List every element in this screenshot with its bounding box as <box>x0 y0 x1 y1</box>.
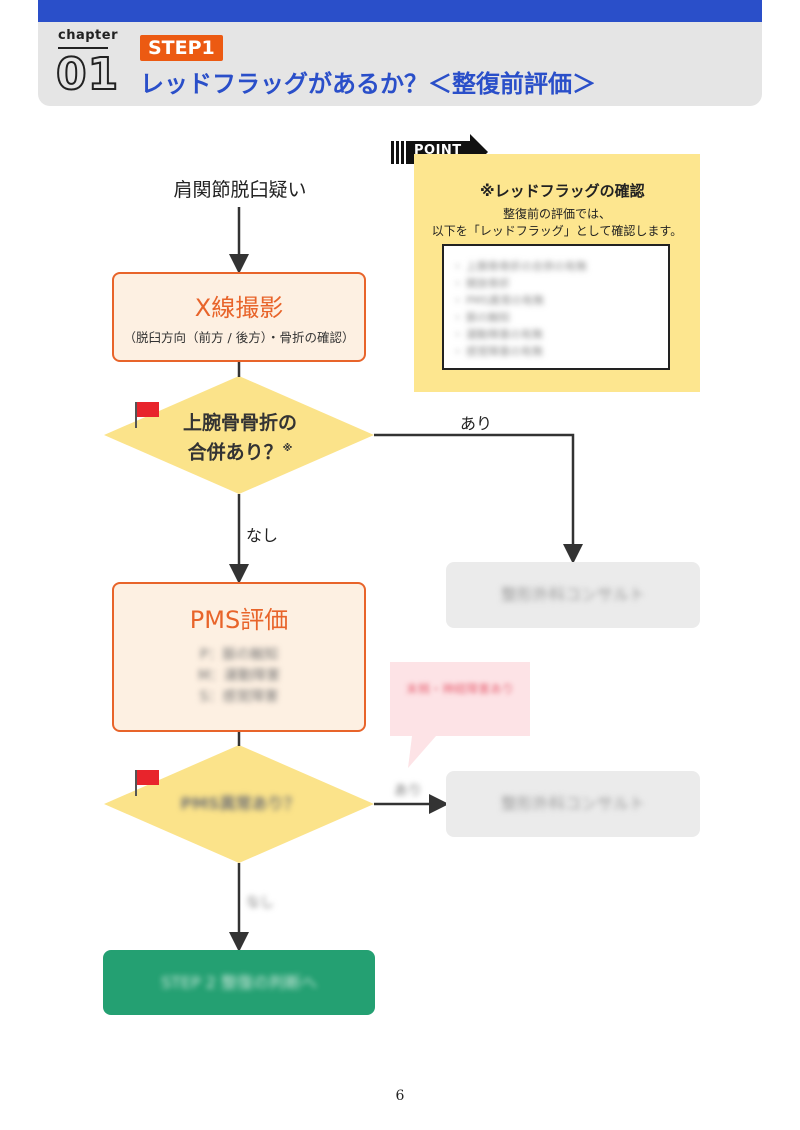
consult-box-2-label: 整形外科コンサルト <box>500 794 645 813</box>
pms-item: P：脈の触知 <box>199 647 279 663</box>
page-title: レッドフラッグがあるか？＜整復前評価＞ <box>140 70 596 98</box>
checklist-item: 感覚障害の有無 <box>452 343 668 360</box>
page-number: 6 <box>395 1088 405 1104</box>
consult-box-2: 整形外科コンサルト <box>446 771 700 837</box>
chapter-divider <box>58 47 108 49</box>
red-flag-icon <box>135 402 159 428</box>
callout-tail <box>408 736 436 768</box>
point-title: ※レッドフラッグの確認 <box>480 182 645 200</box>
checklist-item: 上腕骨骨折の合併の有無 <box>452 258 668 275</box>
note-mark: ※ <box>282 443 293 454</box>
point-description: 整復前の評価では、 以下を「レッドフラッグ」として確認します。 <box>414 206 700 240</box>
pms-item: S：感覚障害 <box>199 689 279 705</box>
consult-box-1: 整形外科コンサルト <box>446 562 700 628</box>
label-no-2: なし <box>246 895 274 911</box>
next-step-box: STEP 2 整復の判断へ <box>103 950 375 1015</box>
decision-pms-label: PMS異常あり？ <box>180 794 300 813</box>
next-step-label: STEP 2 整復の判断へ <box>160 973 318 992</box>
xray-title: X線撮影 <box>194 294 284 322</box>
pms-item: M：運動障害 <box>197 668 281 684</box>
label-no: なし <box>246 526 279 545</box>
callout-note: 末梢・神経障害あり <box>390 662 530 736</box>
label-yes-2: あり <box>394 783 422 799</box>
checklist-item: 運動障害の有無 <box>452 326 668 343</box>
flow-start: 肩関節脱臼疑い <box>173 179 307 201</box>
chapter-number: 01 <box>55 49 120 101</box>
header-top-bar <box>38 0 762 22</box>
pms-title: PMS評価 <box>189 606 289 634</box>
decision-fracture-line2-text: 合併あり？ <box>187 441 283 464</box>
checklist-item: PMS異常の有無 <box>452 292 668 309</box>
decision-fracture-line2: 合併あり？※ <box>160 436 320 465</box>
xray-box: X線撮影 （脱臼方向（前方 / 後方）・骨折の確認） <box>112 272 366 362</box>
xray-subtitle: （脱臼方向（前方 / 後方）・骨折の確認） <box>123 330 355 345</box>
pms-box: PMS評価 P：脈の触知 M：運動障害 S：感覚障害 <box>112 582 366 732</box>
point-checklist: 上腕骨骨折の合併の有無 開放骨折 PMS異常の有無 脈の触知 運動障害の有無 感… <box>442 244 670 370</box>
point-desc-line1: 整復前の評価では、 <box>502 207 611 221</box>
chapter-label: chapter <box>58 28 118 43</box>
decision-diamond-fracture <box>104 376 374 494</box>
consult-box-1-label: 整形外科コンサルト <box>500 585 645 604</box>
callout-text: 末梢・神経障害あり <box>405 682 514 696</box>
decision-diamond-pms <box>104 745 374 863</box>
label-yes: あり <box>460 414 493 433</box>
decision-fracture-label: 上腕骨骨折の 合併あり？※ <box>160 410 320 465</box>
red-flag-icon <box>135 770 159 796</box>
checklist-item: 脈の触知 <box>452 309 668 326</box>
step-badge: STEP1 <box>140 35 223 61</box>
checklist-item: 開放骨折 <box>452 275 668 292</box>
decision-fracture-line1: 上腕骨骨折の <box>182 412 297 434</box>
pms-items: P：脈の触知 M：運動障害 S：感覚障害 <box>114 645 364 708</box>
arrow-right-icon <box>374 433 583 564</box>
point-desc-line2: 以下を「レッドフラッグ」として確認します。 <box>431 224 683 238</box>
